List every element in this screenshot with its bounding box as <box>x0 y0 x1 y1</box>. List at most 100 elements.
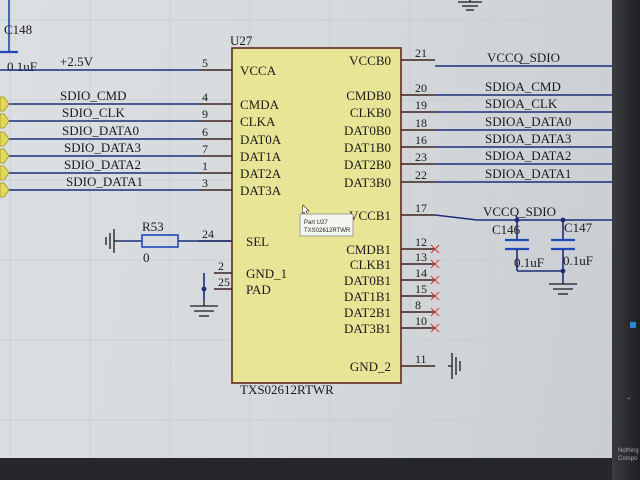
pin-name-dat3b0: DAT3B0 <box>344 175 391 190</box>
pin-number: 22 <box>415 168 427 182</box>
port-symbol <box>0 131 10 147</box>
pin-name-clkb0: CLKB0 <box>350 105 391 120</box>
no-connect-mark <box>430 307 440 317</box>
pin-number: 15 <box>415 282 427 296</box>
pin-number: 9 <box>202 107 208 121</box>
pin-number: 16 <box>415 133 427 147</box>
net-label-right: SDIOA_DATA3 <box>485 131 571 146</box>
pin-name-dat0a: DAT0A <box>240 132 282 147</box>
pin-number: 6 <box>202 125 208 139</box>
vccb1-decoupling[interactable]: VCCQ_SDIO C146 C147 0.1uF 0.1uF <box>477 204 612 295</box>
port-symbol <box>0 182 10 198</box>
pin-name-pad: PAD <box>246 282 271 297</box>
left-net-wires: +2.5V SDIO_CMD SDIO_CLK SDIO_DATA0SDIO_DATA… <box>0 54 198 191</box>
u27-right-pins: 21VCCB020CMDB019CLKB018DAT0B016DAT1B023D… <box>344 46 440 374</box>
tooltip-line1: Part U27 <box>304 220 328 226</box>
pin-number: 14 <box>415 266 427 280</box>
status-text: Nothing Compo <box>618 447 640 463</box>
net-label-left: SDIO_CMD <box>60 88 126 103</box>
no-connect-mark <box>430 244 440 254</box>
pin-name-dat0b0: DAT0B0 <box>344 123 391 138</box>
pin-name-dat1b1: DAT1B1 <box>344 289 391 304</box>
net-label-right: SDIOA_CMD <box>485 79 561 94</box>
net-label-right: SDIOA_DATA1 <box>485 166 571 181</box>
status-text-value: Nothing Compo <box>618 448 639 462</box>
port-symbol <box>0 96 10 112</box>
net-label-right: VCCQ_SDIO <box>487 50 560 65</box>
pin-number: 17 <box>415 201 427 215</box>
capacitor-c148[interactable]: C148 0.1uF <box>0 0 37 74</box>
net-label-right: SDIOA_CLK <box>485 96 558 111</box>
c148-designator: C148 <box>4 22 32 37</box>
resistor-r53[interactable]: R53 0 <box>118 219 232 265</box>
pin-name-dat3a: DAT3A <box>240 183 282 198</box>
pin-name-dat3b1: DAT3B1 <box>344 321 391 336</box>
c146-value: 0.1uF <box>514 255 544 270</box>
pin-number: 25 <box>218 275 230 289</box>
r53-value: 0 <box>143 250 150 265</box>
pin-name-vccb0: VCCB0 <box>349 53 391 68</box>
pin-name-cmdb0: CMDB0 <box>346 88 391 103</box>
port-symbol <box>0 148 10 164</box>
u27-part-number: TXS02612RTWR <box>240 382 334 397</box>
pin-number: 12 <box>415 235 427 249</box>
sdio-port-symbols <box>0 96 10 198</box>
ground-symbol-pad <box>190 300 218 317</box>
pin-number: 5 <box>202 56 208 70</box>
pin-name-dat2a: DAT2A <box>240 166 282 181</box>
net-label-left: SDIO_CLK <box>62 105 125 120</box>
right-net-wires: VCCQ_SDIO SDIOA_CMD SDIOA_CLK SDIOA_DATA0SD… <box>434 50 612 221</box>
pin-name-dat2b0: DAT2B0 <box>344 157 391 172</box>
net-label-left: SDIO_DATA3 <box>64 140 141 155</box>
pin-name-cmdb1: CMDB1 <box>346 242 391 257</box>
no-connect-mark <box>430 291 440 301</box>
no-connect-mark <box>430 259 440 269</box>
net-label-left: SDIO_DATA2 <box>64 157 141 172</box>
pin-number: 10 <box>415 314 427 328</box>
pin-number: 24 <box>202 227 214 241</box>
c148-value: 0.1uF <box>7 59 37 74</box>
pin-number: 3 <box>202 176 208 190</box>
pin-name-dat0b1: DAT0B1 <box>344 273 391 288</box>
gnd-pad-net <box>190 273 218 317</box>
vccq-net-label-lower: VCCQ_SDIO <box>483 204 556 219</box>
ground-symbol-gnd2 <box>448 353 461 379</box>
panel-indicator-icon <box>630 322 636 328</box>
monitor-bottom-bezel <box>0 458 640 480</box>
port-symbol <box>0 165 10 181</box>
pin-name-gnd_1: GND_1 <box>246 266 287 281</box>
ground-symbol-caps <box>549 283 577 295</box>
vccb1-wire <box>434 214 478 221</box>
pin-number: 2 <box>218 259 224 273</box>
pin-number: 11 <box>415 352 427 366</box>
c147-value: 0.1uF <box>563 253 593 268</box>
c146-designator: C146 <box>492 222 521 237</box>
panel-mark: ▪ <box>628 396 630 402</box>
pin-name-sel: SEL <box>246 234 269 249</box>
pin-number: 8 <box>415 298 421 312</box>
pin-number: 13 <box>415 250 427 264</box>
net-label-left: SDIO_DATA0 <box>62 123 139 138</box>
pin-number: 21 <box>415 46 427 60</box>
net-label-left: +2.5V <box>60 54 94 69</box>
no-connect-mark <box>430 323 440 333</box>
monitor-side-panel <box>612 0 640 480</box>
net-label-right: SDIOA_DATA2 <box>485 148 571 163</box>
pin-name-clka: CLKA <box>240 114 276 129</box>
pin-number: 20 <box>415 81 427 95</box>
no-connect-mark <box>430 275 440 285</box>
pin-name-clkb1: CLKB1 <box>350 257 391 272</box>
ground-symbol-top <box>458 0 482 11</box>
pin-name-dat1b0: DAT1B0 <box>344 140 391 155</box>
u27-designator: U27 <box>230 33 253 48</box>
pin-number: 4 <box>202 90 208 104</box>
net-label-right: SDIOA_DATA0 <box>485 114 571 129</box>
pin-number: 18 <box>415 116 427 130</box>
pin-number: 19 <box>415 98 427 112</box>
pin-number: 7 <box>202 142 208 156</box>
part-tooltip: Part U27 TXS02612RTWR <box>299 204 354 237</box>
pin-number: 1 <box>202 159 208 173</box>
pin-name-gnd_2: GND_2 <box>350 359 391 374</box>
